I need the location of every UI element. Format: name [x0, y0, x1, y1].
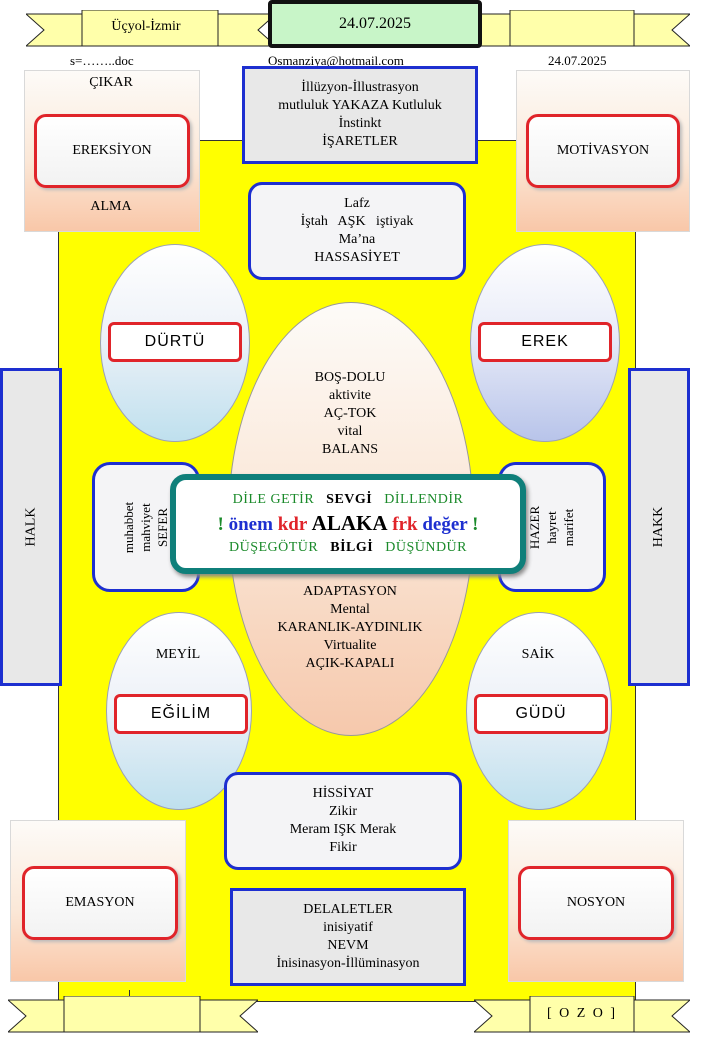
- top-left-ribbon-shape: [26, 10, 276, 47]
- bottom-center-line: İnisinasyon-İllüminasyon: [276, 956, 420, 971]
- center-row3-b: BİLGİ: [330, 540, 374, 555]
- lower-right-label-box: GÜDÜ: [474, 694, 608, 734]
- date-box: 24.07.2025: [268, 0, 482, 48]
- side-left-line: SEFER: [155, 507, 171, 547]
- lower-left-label-box: EĞİLİM: [114, 694, 248, 734]
- top-left-label-box: EREKSİYON: [34, 114, 190, 188]
- center-row-1: DİLE GETİR SEVGİ DİLLENDİR: [233, 490, 464, 510]
- oval-upper-line: vital: [337, 424, 363, 439]
- side-right-line: HAZER: [527, 505, 543, 549]
- oval-lower-line: AÇIK-KAPALI: [305, 656, 395, 671]
- top-center-line: mutluluk YAKAZA Kutluluk: [278, 98, 442, 113]
- center-row2-w1: önem: [228, 514, 273, 535]
- center-row1-c: DİLLENDİR: [384, 492, 464, 507]
- top-right-label: MOTİVASYON: [556, 143, 650, 158]
- top-left-top-text: ÇIKAR: [89, 75, 133, 90]
- bottom-left-ribbon-shape: [8, 996, 258, 1033]
- center-oval-upper: BOŞ-DOLU aktivite AÇ-TOK vital BALANS: [260, 368, 440, 460]
- center-row2-ex2: !: [472, 514, 479, 535]
- lower-box-line: Meram IŞK Merak: [289, 822, 397, 837]
- bottom-ribbon-text: [ O Z O ]: [546, 1006, 618, 1021]
- bottom-center-box: DELALETLER inisiyatif NEVM İnisinasyon-İ…: [230, 888, 466, 986]
- lower-box: HİSSİYAT Zikir Meram IŞK Merak Fikir: [224, 772, 462, 870]
- center-row3-a: DÜŞEGÖTÜR: [228, 540, 319, 555]
- top-left-label: EREKSİYON: [72, 143, 152, 158]
- side-left-text: muhabbet mahviyet SEFER: [120, 501, 171, 552]
- far-left-text: HALK: [22, 507, 38, 547]
- upper-left-label: DÜRTÜ: [144, 333, 206, 350]
- lower-box-line: HİSSİYAT: [312, 786, 374, 801]
- side-right-line: hayret: [544, 510, 560, 544]
- side-left-line: mahviyet: [138, 502, 154, 552]
- far-left-bar: HALK: [0, 368, 62, 686]
- bottom-right-label-box: NOSYON: [518, 866, 674, 940]
- top-right-ribbon-shape: [454, 10, 690, 47]
- center-row1-a: DİLE GETİR: [232, 492, 315, 507]
- filename-label: s=……..doc: [70, 53, 134, 68]
- upper-right-label-box: EREK: [478, 322, 612, 362]
- center-row1-b: SEVGİ: [326, 492, 373, 507]
- bottom-left-label: EMASYON: [65, 895, 135, 910]
- upper-left-label-box: DÜRTÜ: [108, 322, 242, 362]
- lower-right-top-text: SAİK: [521, 647, 555, 662]
- center-row3-c: DÜŞÜNDÜR: [385, 540, 468, 555]
- upper-right-label: EREK: [521, 333, 569, 350]
- lower-left-label: EĞİLİM: [150, 705, 212, 722]
- side-right-line: marifet: [561, 508, 577, 546]
- center-row2-w3: ALAKA: [311, 511, 388, 535]
- bottom-right-label: NOSYON: [566, 895, 626, 910]
- center-row2-ex1: !: [217, 514, 224, 535]
- bottom-center-line: inisiyatif: [323, 920, 373, 935]
- oval-lower-line: KARANLIK-AYDINLIK: [277, 620, 423, 635]
- top-center-line: İllüzyon-İllustrasyon: [301, 80, 419, 95]
- center-oval-lower: ADAPTASYON Mental KARANLIK-AYDINLIK Virt…: [248, 582, 452, 674]
- bottom-center-line: NEVM: [327, 938, 369, 953]
- top-center-line: İnstinkt: [338, 116, 382, 131]
- lower-right-label: GÜDÜ: [515, 705, 567, 722]
- center-row-2: ! önem kdr ALAKA frk değer !: [218, 510, 479, 538]
- center-row2-w4: frk: [392, 514, 418, 535]
- location-label: Üçyol-İzmir: [111, 19, 181, 34]
- far-right-text: HAKK: [650, 506, 666, 548]
- center-row2-w2: kdr: [277, 514, 307, 535]
- top-center-box: İllüzyon-İllustrasyon mutluluk YAKAZA Ku…: [242, 66, 478, 164]
- top-right-label-box: MOTİVASYON: [526, 114, 680, 188]
- center-row2-w5: değer: [422, 514, 468, 535]
- bottom-right-ribbon-shape: [474, 996, 690, 1033]
- lower-box-line: Fikir: [329, 840, 357, 855]
- oval-lower-line: ADAPTASYON: [303, 584, 397, 599]
- center-box: DİLE GETİR SEVGİ DİLLENDİR ! önem kdr AL…: [170, 474, 526, 574]
- top-left-bottom-text: ALMA: [90, 199, 132, 214]
- side-right-text: HAZER hayret marifet: [527, 505, 578, 548]
- oval-upper-line: AÇ-TOK: [323, 406, 377, 421]
- upper-box-line: İştah AŞK iştiyak: [300, 214, 414, 229]
- oval-lower-line: Virtualite: [323, 638, 377, 653]
- upper-box: Lafz İştah AŞK iştiyak Ma’na HASSASİYET: [248, 182, 466, 280]
- bottom-center-line: DELALETLER: [303, 902, 393, 917]
- bottom-left-label-box: EMASYON: [22, 866, 178, 940]
- center-row-3: DÜŞEGÖTÜR BİLGİ DÜŞÜNDÜR: [229, 538, 467, 558]
- far-right-bar: HAKK: [628, 368, 690, 686]
- date-box-text: 24.07.2025: [339, 15, 411, 32]
- oval-lower-line: Mental: [330, 602, 370, 617]
- upper-box-line: Lafz: [344, 196, 370, 211]
- oval-upper-line: BOŞ-DOLU: [314, 370, 386, 385]
- upper-box-line: Ma’na: [338, 232, 376, 247]
- oval-upper-line: aktivite: [329, 388, 371, 403]
- email-label: Osmanziya@hotmail.com: [268, 53, 404, 68]
- upper-box-line: HASSASİYET: [314, 250, 400, 265]
- lower-box-line: Zikir: [329, 804, 357, 819]
- lower-left-top-text: MEYİL: [155, 647, 201, 662]
- date-right-label: 24.07.2025: [548, 53, 607, 68]
- oval-upper-line: BALANS: [321, 442, 378, 457]
- top-center-line: İŞARETLER: [322, 134, 398, 149]
- side-left-line: muhabbet: [121, 501, 137, 553]
